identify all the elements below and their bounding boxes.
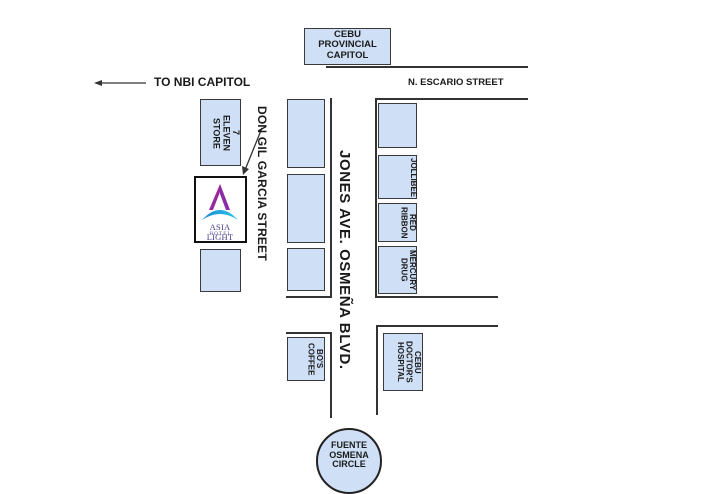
red-ribbon-label: RED RIBBON: [399, 206, 417, 239]
escario-street-label: N. ESCARIO STREET: [408, 77, 504, 88]
hotel-name: ASIA LIGHT: [206, 222, 234, 242]
fuente-circle-label: FUENTE OSMENA CIRCLE: [329, 440, 369, 470]
right-block-top-edge: [375, 98, 377, 298]
middle-block-1: [287, 99, 325, 168]
bos-coffee-label: BO'S COFFEE: [306, 342, 324, 376]
red-ribbon-block: [378, 203, 417, 242]
hotel-logo-mark: [202, 184, 238, 220]
doctors-hospital-label: CEBU DOCTOR'S HOSPITAL: [395, 341, 422, 383]
nbi-direction-label: TO NBI CAPITOL: [154, 75, 251, 89]
jones-ave-label: JONES AVE. OSMEÑA BLVD.: [336, 150, 354, 370]
map-overlay: [94, 80, 263, 175]
capitol-label: CEBU PROVINCIAL CAPITOL: [318, 29, 377, 61]
jones-west-top-line: [286, 296, 331, 298]
block-below-hotel: [200, 249, 241, 292]
seven-eleven-block: [200, 99, 241, 166]
bos-coffee-block: [287, 337, 325, 381]
right-block-bottom-line: [376, 296, 498, 298]
middle-block-3: [287, 248, 325, 291]
hotel-logo: ASIA LIGHT H O T E L: [194, 176, 247, 243]
right-block-top-line: [376, 98, 528, 100]
jones-west-edge-bottom: [330, 332, 332, 418]
right-top-block: [378, 103, 417, 148]
capitol-block: [304, 28, 391, 65]
doctors-hospital-block: [383, 333, 423, 391]
seven-eleven-label: 7 ELEVEN STORE: [211, 114, 241, 151]
middle-block-2: [287, 174, 325, 243]
right-lower-left-edge: [376, 325, 378, 415]
hotel-tagline: H O T E L: [209, 232, 231, 237]
escario-street-line: [326, 66, 528, 68]
jollibee-block: [378, 155, 417, 199]
don-gil-garcia-street-label: DON GIL GARCIA STREET: [254, 106, 269, 261]
right-lower-top-line: [376, 325, 498, 327]
jones-west-lower-line: [286, 332, 331, 334]
mercury-drug-label: MERCURY DRUG: [399, 249, 417, 291]
jollibee-label: JOLLIBEE: [409, 158, 418, 198]
jones-west-edge-top: [330, 98, 332, 298]
mercury-drug-block: [378, 246, 417, 294]
